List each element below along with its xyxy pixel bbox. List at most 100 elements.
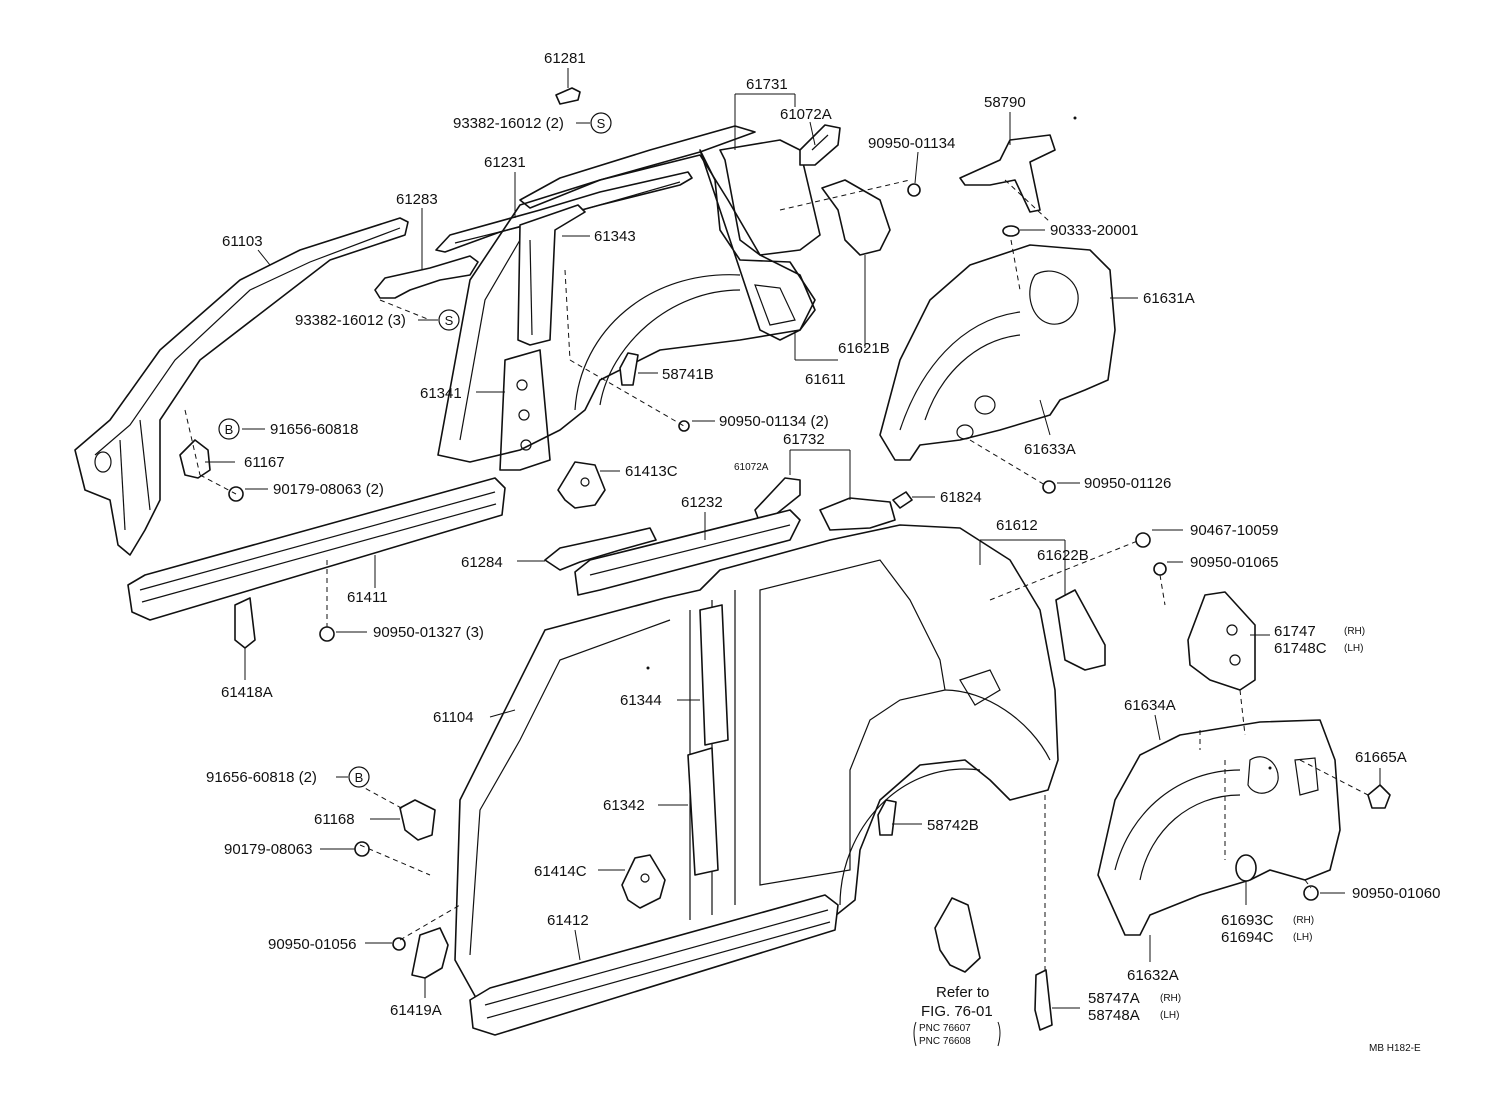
label-61693C: 61693C (1221, 912, 1274, 929)
label-61748C: 61748C (1274, 640, 1327, 657)
label-61634A: 61634A (1124, 697, 1176, 714)
svg-text:S: S (597, 116, 606, 131)
label-90179-08063: 90179-08063 (224, 841, 312, 858)
label-61824: 61824 (940, 489, 982, 506)
symbol-b-1: B (218, 418, 240, 440)
scan-dots (646, 116, 1272, 770)
label-61622B: 61622B (1037, 547, 1089, 564)
part-61072A-mid (754, 477, 801, 519)
label-61414C: 61414C (534, 863, 587, 880)
label-90950-01327-3: 90950-01327 (3) (373, 624, 484, 641)
part-58790 (959, 134, 1056, 213)
part-61693C (1235, 854, 1257, 882)
part-61665A (1367, 784, 1391, 809)
label-58748A-lh: (LH) (1160, 1010, 1179, 1021)
part-61411 (127, 477, 506, 621)
label-91656-60818: 91656-60818 (270, 421, 358, 438)
dashed-lines (184, 179, 1369, 970)
label-61411: 61411 (347, 589, 388, 606)
label-61693C-rh: (RH) (1293, 915, 1314, 926)
pnc-brackets (913, 1021, 1001, 1047)
part-mudguard (934, 897, 981, 973)
part-61632A (1097, 719, 1341, 936)
label-61343: 61343 (594, 228, 636, 245)
leader-lines (205, 68, 1381, 1009)
label-61747: 61747 (1274, 623, 1316, 640)
label-58790: 58790 (984, 94, 1026, 111)
symbol-b-2: B (348, 766, 370, 788)
part-61103 (74, 217, 409, 556)
label-61168: 61168 (314, 811, 355, 828)
label-58748A: 58748A (1088, 1007, 1140, 1024)
label-61103: 61103 (222, 233, 263, 250)
part-61341 (499, 349, 551, 471)
part-58741B (619, 352, 639, 386)
label-61231: 61231 (484, 154, 526, 171)
diagram-code: MB H182-E (1369, 1043, 1421, 1054)
part-61344 (699, 604, 729, 746)
label-90950-01056: 90950-01056 (268, 936, 356, 953)
part-61413C (557, 461, 606, 509)
symbol-s-1: S (590, 112, 612, 134)
part-61731 (519, 125, 821, 341)
part-61747 (1187, 591, 1256, 691)
label-58747A: 58747A (1088, 990, 1140, 1007)
label-90950-01134-2: 90950-01134 (2) (719, 413, 829, 430)
part-61611 (437, 154, 816, 463)
label-90950-01126: 90950-01126 (1084, 475, 1171, 492)
label-58747A-rh: (RH) (1160, 993, 1181, 1004)
label-90179-08063-2: 90179-08063 (2) (273, 481, 384, 498)
part-58747A (1034, 969, 1053, 1031)
label-61413C: 61413C (625, 463, 678, 480)
label-61621B: 61621B (838, 340, 890, 357)
label-90467-10059: 90467-10059 (1190, 522, 1278, 539)
label-pnc-76607: PNC 76607 (919, 1023, 971, 1034)
part-61343 (517, 204, 586, 346)
label-61694C: 61694C (1221, 929, 1274, 946)
label-61748C-lh: (LH) (1344, 643, 1363, 654)
svg-text:S: S (445, 313, 454, 328)
part-61824 (892, 491, 913, 509)
part-58742B (877, 799, 897, 836)
label-61072A-top: 61072A (780, 106, 832, 123)
part-61232 (574, 509, 801, 596)
part-61283 (374, 255, 479, 299)
label-61612: 61612 (996, 517, 1038, 534)
label-91656-60818-2: 91656-60818 (2) (206, 769, 317, 786)
label-93382-16012-3: 93382-16012 (3) (295, 312, 406, 329)
label-61632A: 61632A (1127, 967, 1179, 984)
label-90950-01134: 90950-01134 (868, 135, 955, 152)
part-61732 (819, 497, 896, 531)
label-58742B: 58742B (927, 817, 979, 834)
label-61284: 61284 (461, 554, 503, 571)
label-61747-rh: (RH) (1344, 626, 1365, 637)
part-61412 (469, 894, 839, 1036)
label-90950-01060: 90950-01060 (1352, 885, 1440, 902)
part-61414C (621, 854, 666, 909)
label-61694C-lh: (LH) (1293, 932, 1312, 943)
label-fig-76-01: FIG. 76-01 (921, 1003, 993, 1020)
label-61341: 61341 (420, 385, 462, 402)
part-61168 (399, 799, 436, 841)
label-93382-16012-2: 93382-16012 (2) (453, 115, 564, 132)
label-61418A: 61418A (221, 684, 273, 701)
label-61167: 61167 (244, 454, 285, 471)
part-61284 (544, 527, 657, 571)
symbol-s-2: S (438, 309, 460, 331)
label-61104: 61104 (433, 709, 474, 726)
label-61412: 61412 (547, 912, 589, 929)
part-61072A-top (799, 124, 841, 166)
part-61622B (1055, 589, 1106, 671)
part-labels: 61281 93382-16012 (2) 61731 61072A 90950… (206, 50, 1440, 1054)
label-pnc-76608: PNC 76608 (919, 1036, 971, 1047)
label-61731: 61731 (746, 76, 788, 93)
label-61072A-mid: 61072A (734, 462, 769, 473)
part-61621B (821, 179, 891, 256)
label-61665A: 61665A (1355, 749, 1407, 766)
svg-text:B: B (355, 770, 364, 785)
part-61418A (234, 597, 256, 649)
label-61281: 61281 (544, 50, 586, 67)
label-61419A: 61419A (390, 1002, 442, 1019)
svg-text:B: B (225, 422, 234, 437)
